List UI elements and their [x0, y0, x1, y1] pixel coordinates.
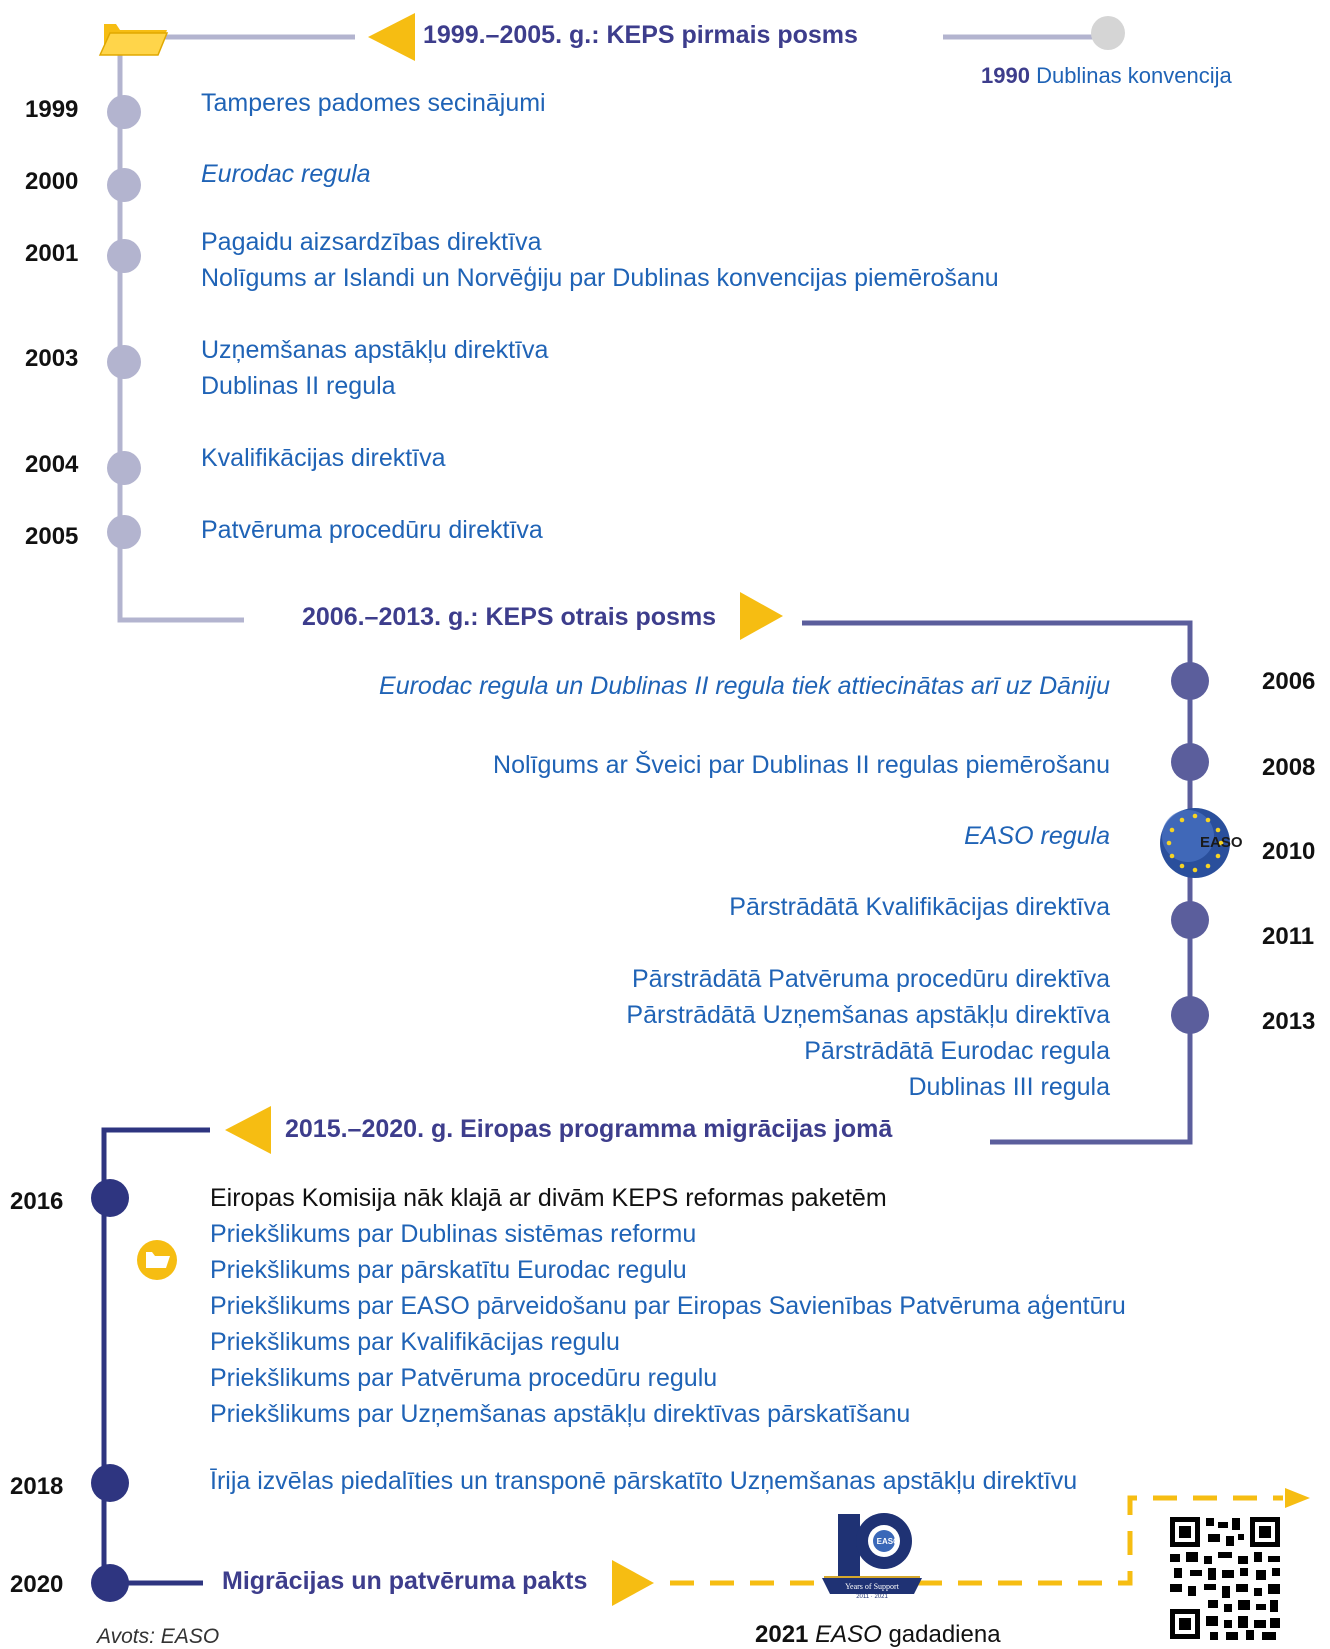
year-label-2010: 2010 [1262, 838, 1316, 865]
event-2006: Eurodac regula un Dublinas II regula tie… [379, 672, 1110, 701]
timeline-dot-2006 [1171, 662, 1209, 700]
intro-label: Dublinas konvencija [1036, 63, 1232, 88]
event-2016-item-5: Priekšlikums par Patvēruma procedūru reg… [210, 1364, 718, 1392]
year-label-2018: 2018 [10, 1473, 64, 1500]
arrow-right-icon [1285, 1488, 1310, 1508]
timeline-dot-2005 [107, 515, 141, 549]
timeline-dot-2004 [107, 451, 141, 485]
year-label-2013: 2013 [1262, 1008, 1316, 1035]
event-2003: Uzņemšanas apstākļu direktīva Dublinas I… [201, 332, 548, 404]
phase2-line [802, 620, 1193, 1145]
dashed-connector [670, 1495, 1283, 1586]
easo-logo-icon [1160, 808, 1230, 878]
timeline-dot-1999 [107, 95, 141, 129]
year-label-2000: 2000 [25, 168, 79, 195]
event-2001: Pagaidu aizsardzības direktīva Nolīgums … [201, 224, 999, 296]
anniversary-logo-text: Years of Support [845, 1582, 900, 1591]
event-2016-item-6: Priekšlikums par Uzņemšanas apstākļu dir… [210, 1400, 911, 1428]
easo-logo-text: EASO [1200, 834, 1243, 851]
arrow-left-icon [368, 13, 415, 61]
event-2000-text: Eurodac regula [201, 160, 371, 188]
easo-anniversary-logo-icon [822, 1513, 922, 1594]
phase1-line [117, 34, 1095, 623]
year-label-1999: 1999 [25, 96, 79, 123]
event-2016-item-2: Priekšlikums par pārskatītu Eurodac regu… [210, 1256, 687, 1284]
event-2016-item-4: Priekšlikums par Kvalifikācijas regulu [210, 1328, 620, 1356]
phase3-dots [91, 1179, 129, 1602]
event-2001-item-1: Pagaidu aizsardzības direktīva [201, 228, 542, 256]
year-label-2020: 2020 [10, 1571, 64, 1598]
timeline-dot-2008 [1171, 743, 1209, 781]
event-2008: Nolīgums ar Šveici par Dublinas II regul… [493, 751, 1110, 779]
event-2010-text: EASO regula [964, 822, 1110, 850]
timeline-dot-2001 [107, 239, 141, 273]
timeline-dot-2016 [91, 1179, 129, 1217]
year-label-2006: 2006 [1262, 668, 1316, 695]
anniversary-year: 2021 [755, 1621, 809, 1648]
phase2-title: 2006.–2013. g.: KEPS otrais posms [302, 603, 717, 631]
timeline-dot-2018 [91, 1464, 129, 1502]
year-label-2016: 2016 [10, 1188, 64, 1215]
phase1-start-dot [1091, 16, 1125, 50]
event-2001-item-2: Nolīgums ar Islandi un Norvēģiju par Dub… [201, 264, 999, 292]
phase3-title: 2015.–2020. g. Eiropas programma migrāci… [285, 1115, 893, 1143]
event-2003-item-2: Dublinas II regula [201, 372, 396, 400]
phase1-intro: 1990 Dublinas konvencija [981, 63, 1232, 88]
timeline-dot-2003 [107, 345, 141, 379]
intro-year: 1990 [981, 63, 1030, 88]
qr-code-icon [1168, 1516, 1282, 1642]
year-label-2005: 2005 [25, 523, 79, 550]
year-label-2001: 2001 [25, 240, 79, 267]
arrow-right-icon [612, 1560, 654, 1606]
event-2020: Migrācijas un patvēruma pakts [222, 1567, 588, 1595]
year-label-2011: 2011 [1262, 923, 1315, 950]
event-2006-text: Eurodac regula un Dublinas II regula tie… [379, 672, 1110, 700]
arrow-left-icon [225, 1106, 271, 1154]
anniversary-label: gadadiena [888, 1621, 1001, 1648]
event-2013-item-2: Pārstrādātā Uzņemšanas apstākļu direktīv… [626, 1001, 1110, 1029]
event-2004: Kvalifikācijas direktīva [201, 444, 446, 472]
timeline-dot-2013 [1171, 996, 1209, 1034]
arrow-right-icon [740, 592, 783, 640]
phase1-title: 1999.–2005. g.: KEPS pirmais posms [423, 21, 858, 49]
event-2000: Eurodac regula [201, 160, 371, 189]
event-2010: EASO regula [964, 822, 1110, 851]
event-1999: Tamperes padomes secinājumi [201, 89, 546, 117]
anniversary-logo-dates: 2011 · 2021 [856, 1594, 888, 1600]
timeline-dot-2020 [91, 1564, 129, 1602]
event-2005: Patvēruma procedūru direktīva [201, 516, 543, 544]
event-2003-item-1: Uzņemšanas apstākļu direktīva [201, 336, 549, 364]
event-2018: Īrija izvēlas piedalīties un transponē p… [210, 1467, 1078, 1495]
folder-circle-icon [137, 1240, 177, 1280]
source-note: Avots: EASO [97, 1625, 220, 1648]
timeline-dot-2011 [1171, 901, 1209, 939]
phase1-dots [107, 95, 141, 549]
event-2013: Pārstrādātā Patvēruma procedūru direktīv… [626, 961, 1110, 1105]
year-label-2008: 2008 [1262, 754, 1316, 781]
event-2016-lead: Eiropas Komisija nāk klajā ar divām KEPS… [210, 1184, 887, 1212]
timeline-dot-2000 [107, 168, 141, 202]
year-label-2004: 2004 [25, 451, 79, 478]
event-2016-item-1: Priekšlikums par Dublinas sistēmas refor… [210, 1220, 697, 1248]
event-2013-item-4: Dublinas III regula [908, 1073, 1110, 1101]
folder-icon [98, 24, 169, 56]
event-2013-item-3: Pārstrādātā Eurodac regula [804, 1037, 1110, 1065]
phase2-dots [1171, 662, 1209, 1034]
phase3-line [101, 1127, 210, 1586]
event-2013-item-1: Pārstrādātā Patvēruma procedūru direktīv… [631, 965, 1110, 993]
event-2016: Eiropas Komisija nāk klajā ar divām KEPS… [210, 1180, 1126, 1432]
anniversary-name: EASO [815, 1621, 882, 1648]
event-2011: Pārstrādātā Kvalifikācijas direktīva [729, 893, 1110, 921]
anniversary-caption: 2021 EASO gadadiena [755, 1621, 1001, 1649]
anniversary-logo-small-text: EASO [877, 1537, 900, 1546]
event-2016-item-3: Priekšlikums par EASO pārveidošanu par E… [210, 1292, 1126, 1320]
year-label-2003: 2003 [25, 345, 79, 372]
